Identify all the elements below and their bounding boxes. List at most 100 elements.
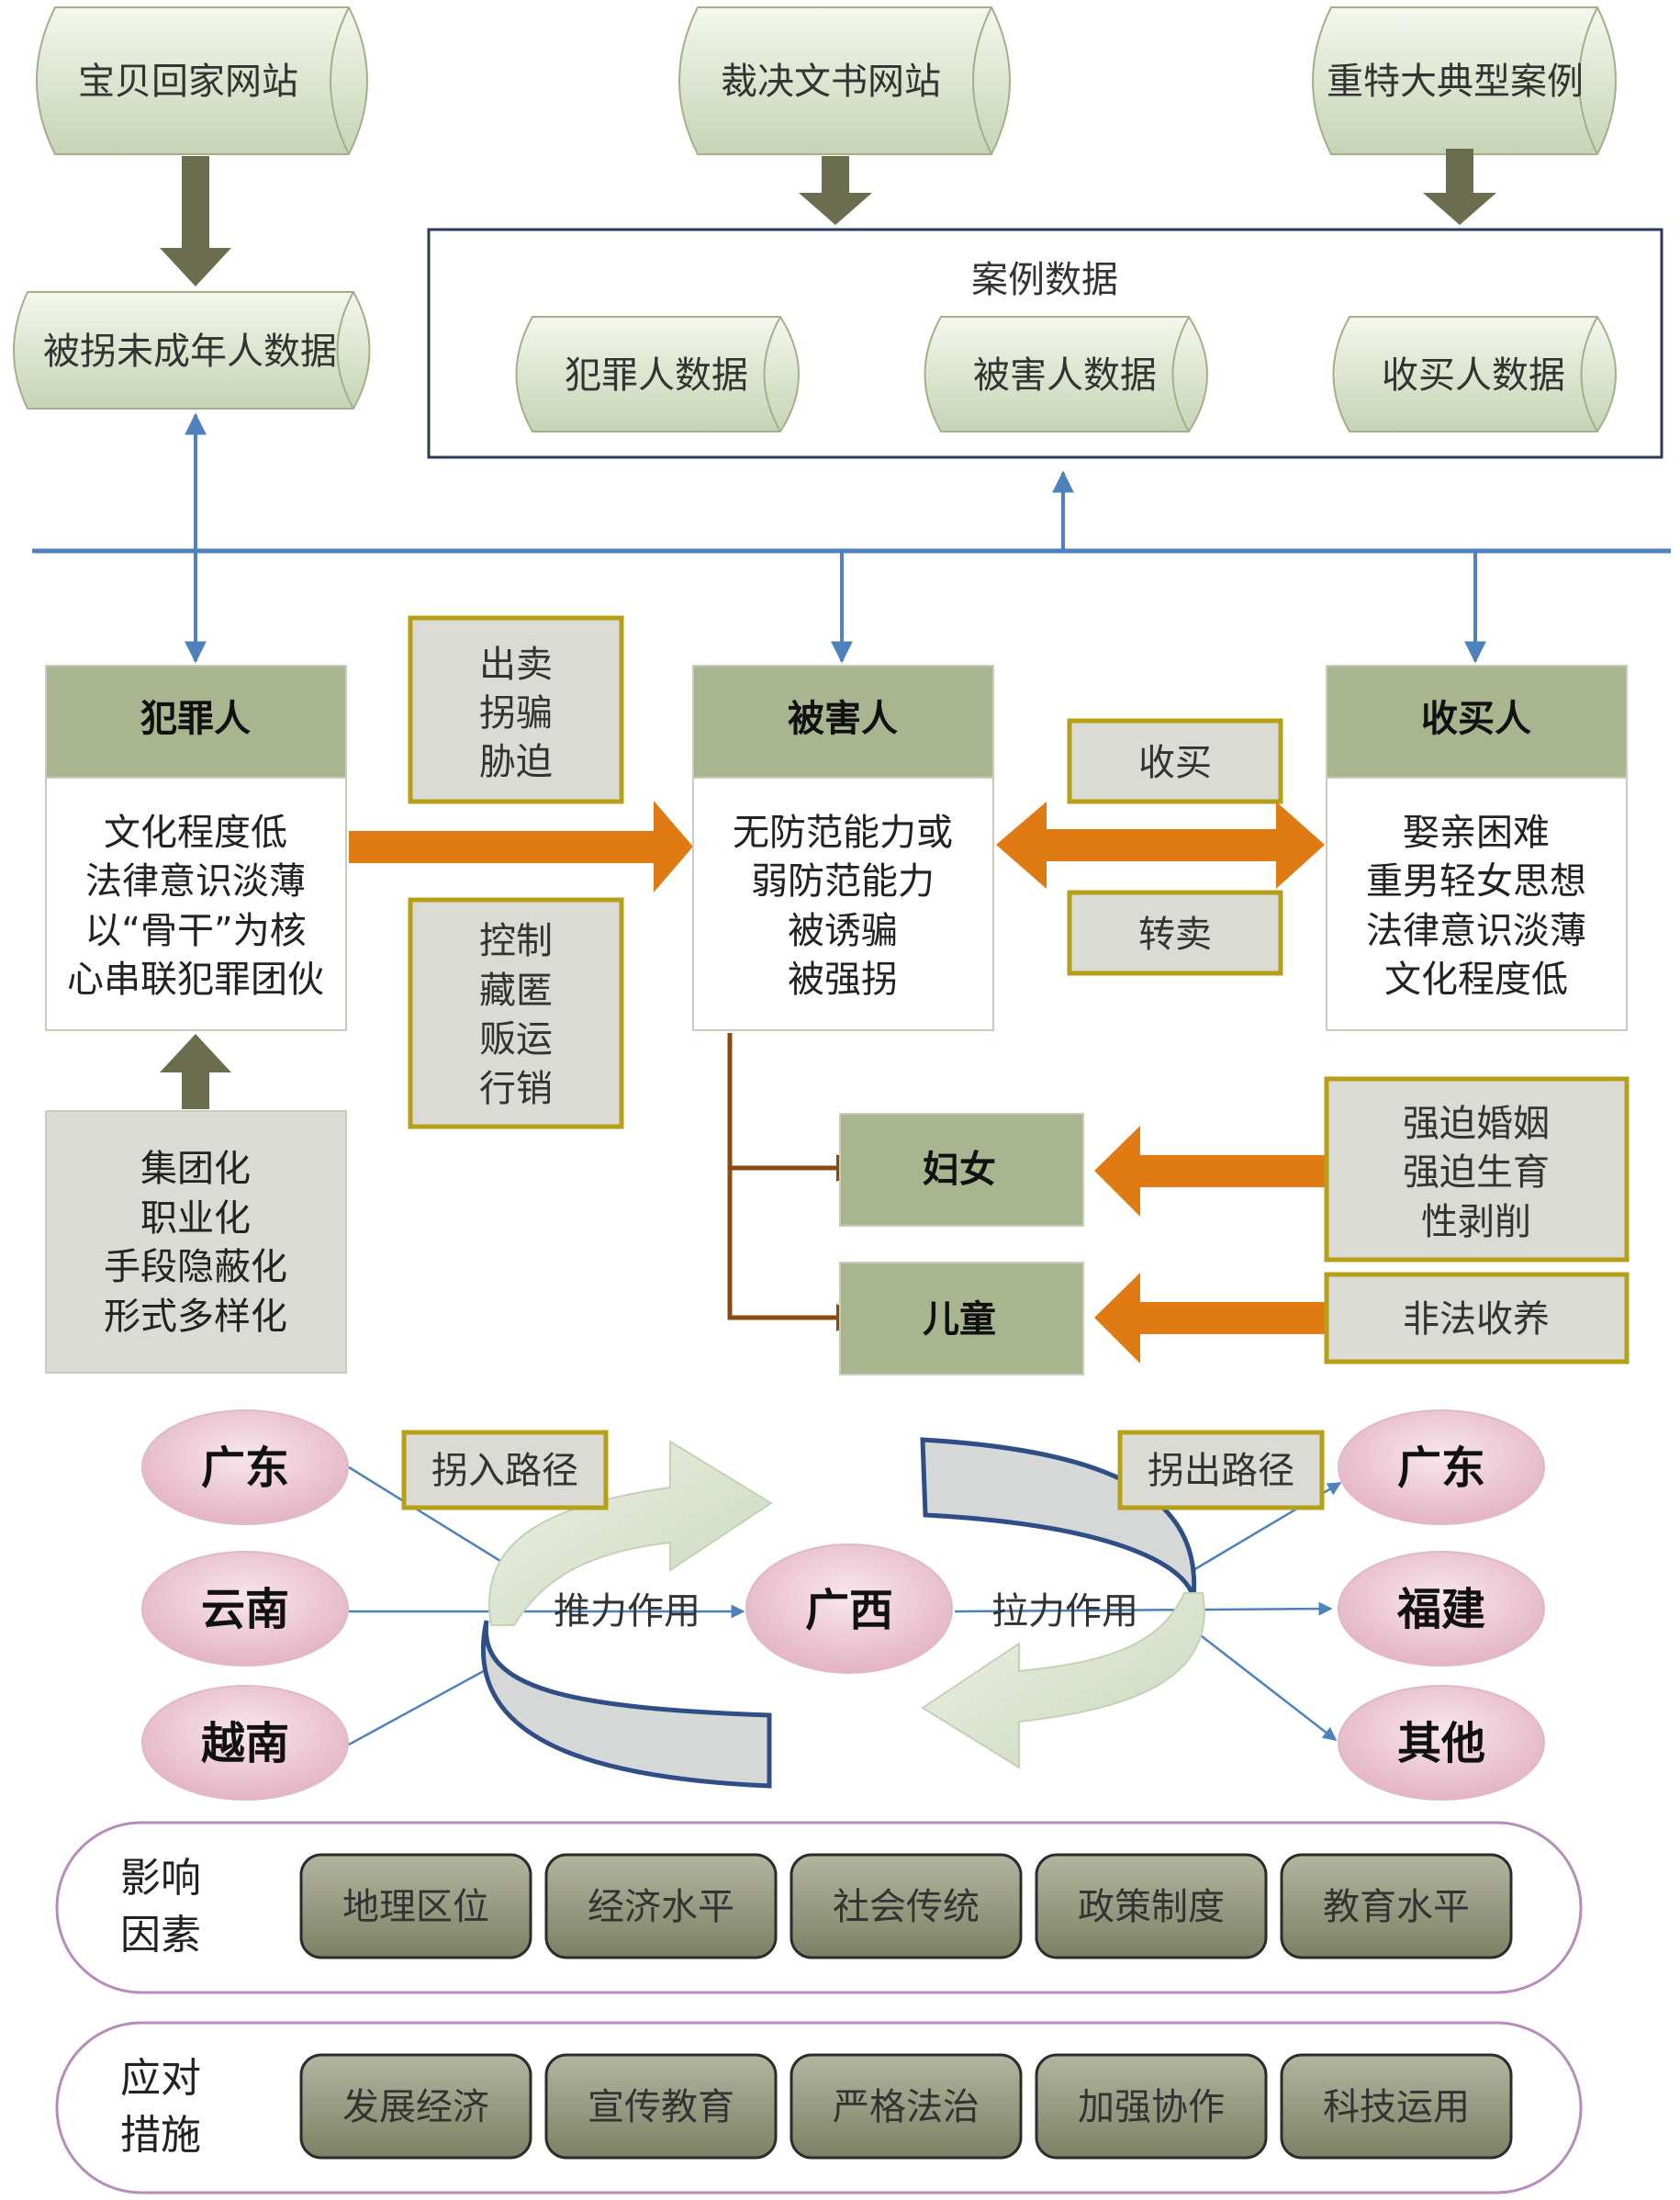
buyer-line-2: 重男轻女思想	[1366, 860, 1586, 903]
origin-vietnam-line	[348, 1660, 501, 1746]
women-purposes-box: 强迫婚姻 强迫生育 性剥削	[1324, 1076, 1630, 1263]
criminal-data-label: 犯罪人数据	[565, 354, 748, 397]
measure-technology-label: 科技运用	[1323, 2086, 1470, 2128]
center-guangxi-oval: 广西	[745, 1543, 953, 1674]
origin-guangdong-oval: 广东	[141, 1409, 349, 1525]
dest-guangdong-oval: 广东	[1338, 1409, 1545, 1525]
pull-force-label: 拉力作用	[991, 1590, 1138, 1633]
dest-fujian-oval: 福建	[1338, 1551, 1545, 1667]
trade-buy-box: 收买	[1067, 718, 1283, 804]
dest-fujian-label: 福建	[1396, 1584, 1485, 1635]
criminal-trends-box: 集团化 职业化 手段隐蔽化 形式多样化	[45, 1110, 347, 1374]
factor-policy-label: 政策制度	[1078, 1886, 1225, 1928]
origin-vietnam-oval: 越南	[141, 1685, 349, 1801]
measure-cooperation-label: 加强协作	[1078, 2086, 1225, 2128]
criminal-line-3: 以“骨干”为核	[84, 910, 306, 952]
push-curved-arrow	[488, 1440, 773, 1626]
measure-publicity-education: 宣传教育	[544, 2053, 778, 2160]
criminal-box: 犯罪人 文化程度低 法律意识淡薄 以“骨干”为核 心串联犯罪团伙	[45, 665, 347, 1031]
buyer-data-label: 收买人数据	[1382, 354, 1565, 397]
measures-label-line-2: 措施	[120, 2112, 201, 2159]
trade-resell-label: 转卖	[1138, 914, 1212, 956]
action-a-2: 拐骗	[479, 692, 553, 735]
trade-resell-box: 转卖	[1067, 890, 1283, 976]
action-b-2: 藏匿	[479, 970, 553, 1012]
factor-social-tradition: 社会传统	[790, 1853, 1023, 1959]
connector-victim-to-children	[727, 1168, 864, 1331]
arrow-cases-down	[1423, 149, 1496, 225]
trend-1: 集团化	[140, 1148, 251, 1190]
factors-label-line-2: 因素	[120, 1912, 201, 1959]
center-label: 广西	[805, 1585, 893, 1636]
child-data-label: 被拐未成年人数据	[43, 331, 337, 373]
origin-guangdong-label: 广东	[201, 1442, 289, 1494]
factor-geography-label: 地理区位	[342, 1886, 489, 1928]
action-a-1: 出卖	[479, 644, 553, 686]
source-judgment-website: 裁决文书网站	[678, 6, 1011, 155]
measures-panel: 应对 措施 发展经济 宣传教育 严格法治 加强协作 科技运用	[55, 2021, 1583, 2194]
criminal-line-1: 文化程度低	[104, 812, 287, 854]
buyer-line-4: 文化程度低	[1384, 959, 1568, 1001]
children-box: 儿童	[839, 1262, 1084, 1375]
victim-title: 被害人	[788, 698, 898, 740]
children-label: 儿童	[923, 1298, 996, 1341]
crime-actions-box-a: 出卖 拐骗 胁迫	[408, 615, 624, 804]
dest-other-oval: 其他	[1338, 1685, 1545, 1801]
arrow-purpose-to-women	[1094, 1126, 1327, 1217]
push-curved-band	[480, 1620, 772, 1789]
case-data-panel: 案例数据 犯罪人数据 被害人数据 收买人数据	[427, 228, 1663, 459]
arrow-criminal-to-victim	[349, 801, 693, 892]
action-b-1: 控制	[479, 920, 553, 962]
dest-other-label: 其他	[1397, 1718, 1485, 1769]
factor-education-label: 教育水平	[1323, 1886, 1470, 1928]
women-purpose-1: 强迫婚姻	[1403, 1103, 1550, 1145]
arrow-purpose-to-children	[1094, 1273, 1327, 1364]
factor-education: 教育水平	[1280, 1853, 1513, 1959]
arrow-trends-up	[160, 1034, 231, 1109]
factors-panel: 影响 因素 地理区位 经济水平 社会传统 政策制度 教育水平	[55, 1821, 1583, 1994]
source-major-cases-label: 重特大典型案例	[1327, 61, 1584, 103]
women-box: 妇女	[839, 1113, 1084, 1227]
criminal-title: 犯罪人	[140, 698, 251, 740]
dest-guangdong-label: 广东	[1397, 1442, 1485, 1494]
origin-yunnan-oval: 云南	[141, 1551, 349, 1667]
arrow-victim-buyer-double	[996, 802, 1325, 889]
source-baobei-website: 宝贝回家网站	[36, 6, 368, 155]
dest-other-line	[1193, 1629, 1338, 1741]
source-major-cases: 重特大典型案例	[1312, 6, 1617, 155]
children-purpose-1: 非法收养	[1403, 1298, 1550, 1341]
measure-develop-economy-label: 发展经济	[342, 2086, 489, 2128]
trade-buy-label: 收买	[1138, 742, 1212, 784]
push-force-label: 推力作用	[554, 1590, 700, 1633]
arrow-baobei-down	[160, 156, 231, 286]
origin-yunnan-label: 云南	[201, 1584, 289, 1635]
measure-rule-of-law-label: 严格法治	[833, 2086, 980, 2128]
factors-label-line-1: 影响	[120, 1855, 201, 1902]
victim-box: 被害人 无防范能力或 弱防范能力 被诱骗 被强拐	[692, 665, 994, 1031]
factor-economy: 经济水平	[544, 1853, 778, 1959]
buyer-line-1: 娶亲困难	[1403, 812, 1550, 854]
victim-line-1: 无防范能力或	[733, 812, 953, 854]
victim-line-4: 被强拐	[788, 959, 898, 1001]
measure-cooperation: 加强协作	[1035, 2053, 1268, 2160]
source-judgment-label: 裁决文书网站	[721, 61, 941, 103]
factor-geography: 地理区位	[299, 1853, 532, 1959]
measure-develop-economy: 发展经济	[299, 2053, 532, 2160]
buyer-data-store: 收买人数据	[1332, 316, 1617, 432]
trend-4: 形式多样化	[104, 1296, 287, 1338]
factor-social-tradition-label: 社会传统	[833, 1886, 980, 1928]
arrow-judgment-down	[799, 156, 872, 225]
action-a-3: 胁迫	[479, 741, 553, 783]
factor-policy: 政策制度	[1035, 1853, 1268, 1959]
origin-guangdong-line	[348, 1465, 501, 1563]
women-label: 妇女	[923, 1149, 996, 1191]
origin-vietnam-label: 越南	[201, 1718, 289, 1769]
source-baobei-label: 宝贝回家网站	[78, 61, 298, 103]
trend-2: 职业化	[140, 1197, 251, 1240]
measure-technology: 科技运用	[1280, 2053, 1513, 2160]
measure-publicity-education-label: 宣传教育	[588, 2086, 734, 2128]
out-route-label: 拐出路径	[1148, 1450, 1294, 1492]
case-data-title: 案例数据	[971, 259, 1118, 301]
